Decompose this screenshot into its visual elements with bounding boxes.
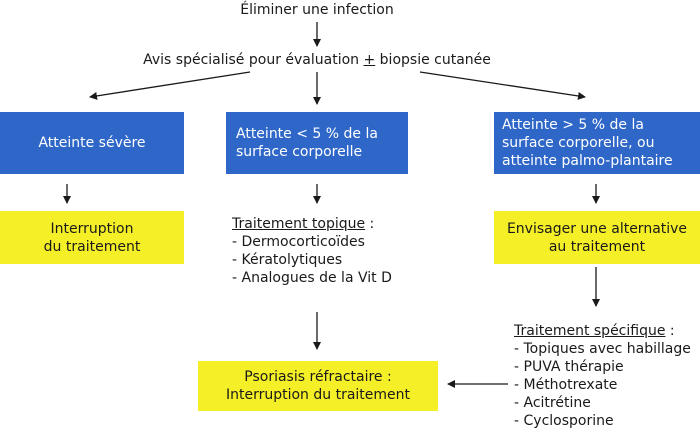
box-atteinte-gt5: Atteinte > 5 % de la surface corporelle,…: [494, 112, 700, 174]
arrow-avis-to-gt5: [419, 71, 586, 100]
traitement-specifique-heading-text: Traitement spécifique: [514, 323, 666, 339]
box-interruption-line1: Interruption: [50, 220, 134, 237]
box-refractaire-line1: Psoriasis réfractaire :: [244, 369, 392, 385]
plus-minus-sign: +: [363, 52, 376, 68]
traitement-specifique-heading: Traitement spécifique :: [514, 322, 691, 340]
box-alternative-line2: au traitement: [548, 238, 646, 255]
traitement-specifique-colon: :: [665, 323, 675, 339]
traitement-topique-colon: :: [365, 216, 375, 232]
list-item: - PUVA thérapie: [514, 359, 624, 375]
list-item: - Acitrétine: [514, 395, 591, 411]
list-item: - Cyclosporine: [514, 413, 614, 429]
box-interruption-traitement: Interruption du traitement: [0, 211, 184, 264]
box-atteinte-severe-label: Atteinte sévère: [38, 135, 146, 151]
title-eliminer-infection: Éliminer une infection: [240, 2, 394, 18]
box-atteinte-gt5-line3: atteinte palmo-plantaire: [502, 153, 673, 169]
list-item: - Analogues de la Vit D: [232, 270, 392, 286]
box-atteinte-gt5-line2: surface corporelle, ou: [502, 135, 655, 151]
avis-specialise-text: Avis spécialisé pour évaluation + biopsi…: [0, 51, 634, 69]
traitement-topique-heading-text: Traitement topique: [232, 216, 366, 232]
list-item: - Kératolytiques: [232, 252, 343, 268]
box-envisager-alternative: Envisager une alternative au traitement: [494, 211, 700, 264]
avis-text-before: Avis spécialisé pour évaluation: [143, 52, 364, 68]
traitement-topique-heading: Traitement topique :: [232, 215, 392, 233]
box-atteinte-gt5-line1: Atteinte > 5 % de la: [502, 117, 644, 133]
traitement-specifique-list: Traitement spécifique : - Topiques avec …: [514, 322, 691, 430]
arrow-avis-to-severe: [89, 71, 251, 100]
list-item: - Dermocorticoïdes: [232, 234, 365, 250]
box-interruption-line2: du traitement: [43, 238, 141, 255]
box-atteinte-lt5-line2: surface corporelle: [236, 144, 363, 160]
list-item: - Méthotrexate: [514, 377, 618, 393]
traitement-topique-list: Traitement topique : - Dermocorticoïdes …: [232, 215, 392, 287]
avis-text-after: biopsie cutanée: [375, 52, 491, 68]
box-atteinte-lt5: Atteinte < 5 % de la surface corporelle: [226, 112, 408, 174]
list-item: - Topiques avec habillage: [514, 341, 691, 357]
box-atteinte-lt5-line1: Atteinte < 5 % de la: [236, 126, 378, 142]
box-refractaire-line2: Interruption du traitement: [225, 387, 411, 403]
box-psoriasis-refractaire: Psoriasis réfractaire : Interruption du …: [198, 361, 438, 411]
box-alternative-line1: Envisager une alternative: [506, 220, 688, 237]
box-atteinte-severe: Atteinte sévère: [0, 112, 184, 174]
